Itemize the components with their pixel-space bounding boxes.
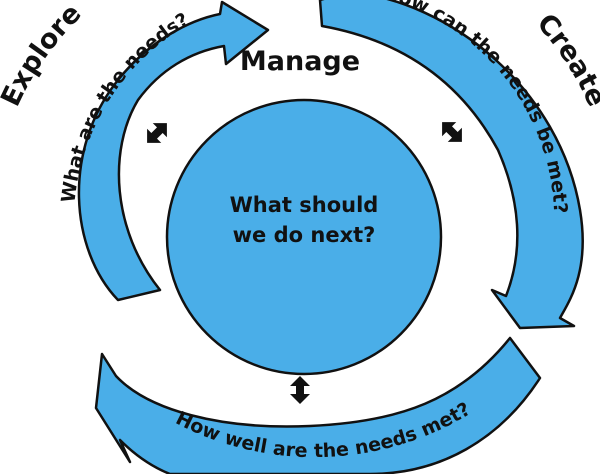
center-question-line1: What should bbox=[230, 193, 379, 217]
explore-manage-connector bbox=[147, 123, 167, 143]
center-circle bbox=[165, 98, 443, 376]
evaluate-arrow-segment bbox=[94, 336, 542, 474]
manage-label: Manage bbox=[240, 46, 360, 77]
create-arrow-segment bbox=[318, 0, 584, 330]
double-arrow-icon bbox=[290, 376, 310, 404]
center-question-line2: we do next? bbox=[233, 223, 376, 247]
create-label: Create bbox=[531, 8, 600, 111]
explore-label: Explore bbox=[0, 0, 87, 111]
explore-arrow-segment bbox=[77, 0, 270, 302]
evaluate-manage-connector bbox=[290, 376, 310, 404]
create-manage-connector bbox=[442, 122, 462, 142]
double-arrow-icon bbox=[442, 122, 462, 142]
double-arrow-icon bbox=[147, 123, 167, 143]
